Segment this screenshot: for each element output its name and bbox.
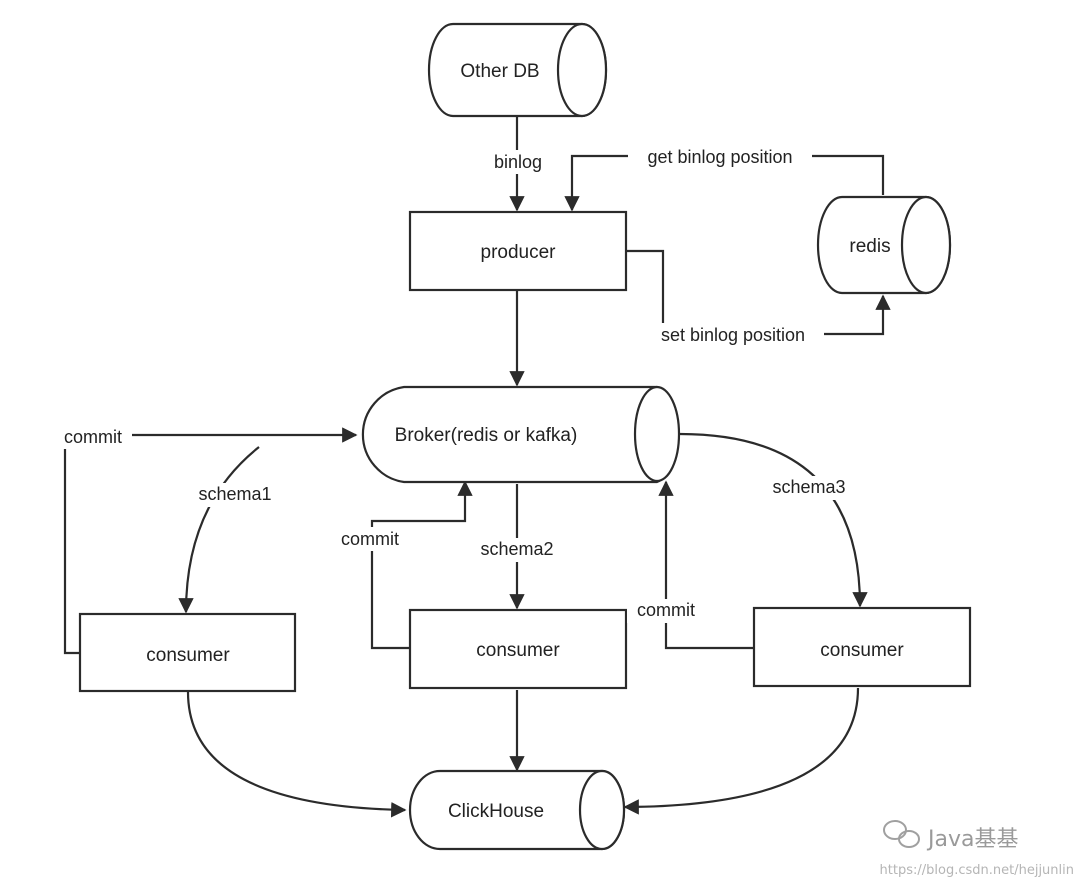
consumer-left-label: consumer <box>146 645 230 666</box>
clickhouse-node: ClickHouse <box>408 769 626 851</box>
consumer-right-node: consumer <box>752 606 972 688</box>
watermark-brand: Java基基 <box>926 827 1018 852</box>
clickhouse-label: ClickHouse <box>448 801 544 822</box>
producer-node: producer <box>408 210 628 292</box>
edge-consumer-left-clickhouse <box>186 691 407 818</box>
edge-commit-right <box>658 480 754 650</box>
edge-schema3 <box>679 432 868 608</box>
edge-label-schema3: schema3 <box>772 477 845 497</box>
consumer-left-node: consumer <box>78 612 297 693</box>
edge-label-schema1: schema1 <box>198 484 271 504</box>
broker-node: Broker(redis or kafka) <box>361 385 681 484</box>
consumer-middle-node: consumer <box>408 608 628 690</box>
edge-commit-left <box>63 427 358 655</box>
edge-label-set-binlog-position: set binlog position <box>661 325 805 345</box>
watermark: Java基基 https://blog.csdn.net/hejjunlin <box>880 820 1074 878</box>
redis-label: redis <box>849 236 890 257</box>
edge-label-get-binlog-position: get binlog position <box>647 147 792 167</box>
edge-label-binlog: binlog <box>494 152 542 172</box>
consumer-right-label: consumer <box>820 640 904 661</box>
edge-label-schema2: schema2 <box>480 539 553 559</box>
edge-commit-middle <box>370 480 473 650</box>
edge-label-commit-middle: commit <box>341 529 399 549</box>
consumer-middle-label: consumer <box>476 640 560 661</box>
other-db-node: Other DB <box>427 22 608 118</box>
broker-label: Broker(redis or kafka) <box>395 425 578 446</box>
watermark-url: https://blog.csdn.net/hejjunlin <box>880 863 1074 878</box>
edge-schema1 <box>178 446 260 614</box>
edge-label-commit-right: commit <box>637 600 695 620</box>
wechat-icon <box>883 820 920 848</box>
redis-node: redis <box>816 195 952 295</box>
other-db-label: Other DB <box>460 61 539 82</box>
producer-label: producer <box>481 242 557 263</box>
edge-consumer-right-clickhouse <box>623 687 860 815</box>
edge-label-commit-left: commit <box>64 427 122 447</box>
